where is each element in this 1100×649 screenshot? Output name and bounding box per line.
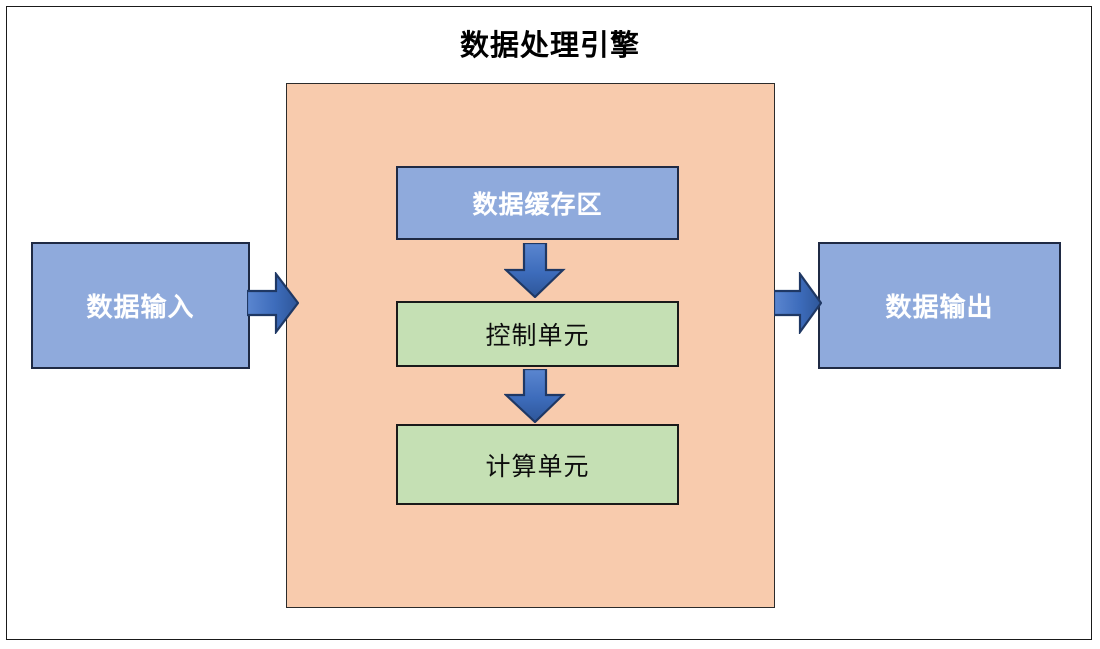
node-data-cache-label: 数据缓存区 (472, 190, 603, 219)
node-compute-unit-label: 计算单元 (485, 451, 590, 481)
arrow-right-icon-engine-to-output (774, 272, 822, 334)
arrow-down-icon-cache-to-control (504, 243, 566, 298)
node-data-cache[interactable]: 数据缓存区 (396, 166, 679, 240)
node-control-unit[interactable]: 控制单元 (396, 301, 679, 367)
node-compute-unit[interactable]: 计算单元 (396, 424, 679, 505)
node-data-output[interactable]: 数据输出 (818, 242, 1061, 369)
page-title: 数据处理引擎 (459, 28, 640, 62)
node-data-output-label: 数据输出 (885, 293, 994, 323)
arrow-right-icon-input-to-engine (247, 272, 299, 334)
node-data-input-label: 数据输入 (86, 293, 195, 323)
node-control-unit-label: 控制单元 (485, 321, 590, 350)
node-data-input[interactable]: 数据输入 (31, 242, 250, 369)
arrow-down-icon-control-to-compute (504, 369, 566, 423)
